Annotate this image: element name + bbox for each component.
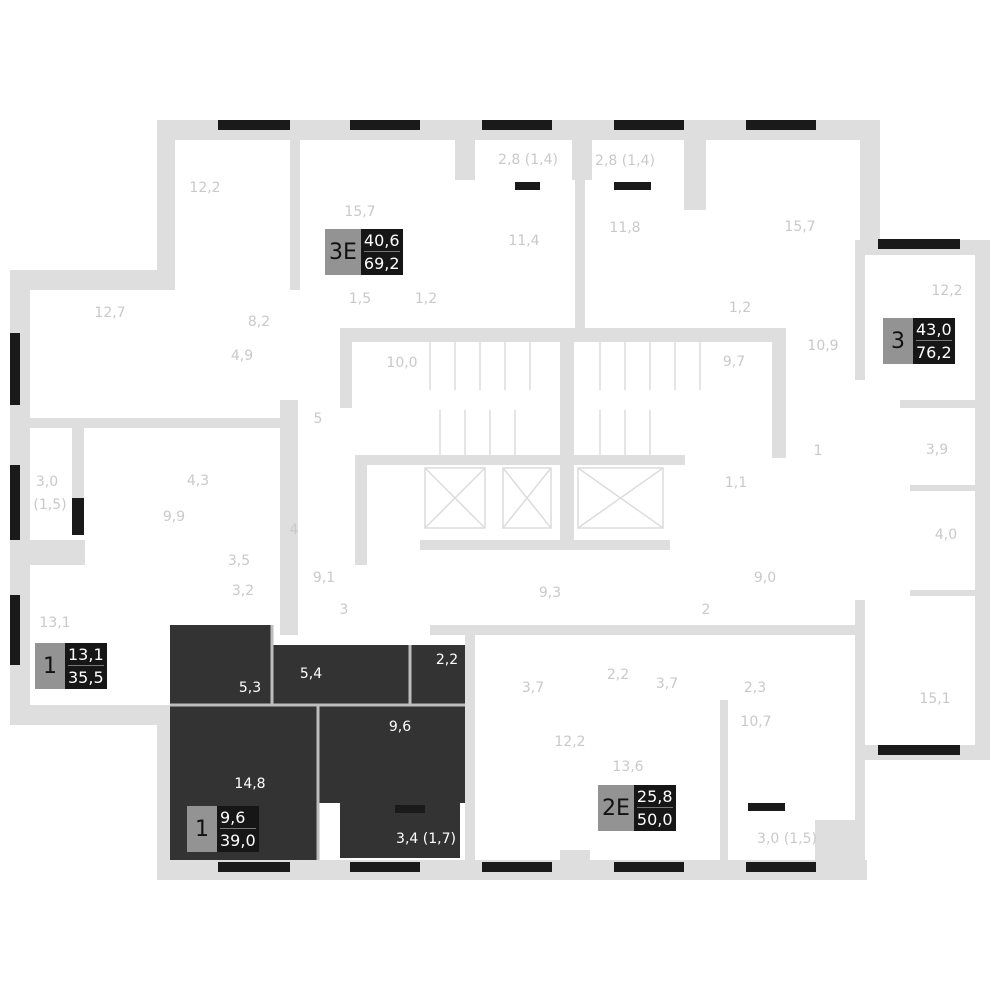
room-area: (1,5) bbox=[33, 497, 67, 513]
room-area: 12,2 bbox=[554, 734, 586, 750]
room-area: 3,9 bbox=[925, 442, 949, 458]
room-area: 1,5 bbox=[348, 291, 372, 307]
room-area: 10,9 bbox=[807, 338, 839, 354]
room-area: 9,7 bbox=[722, 354, 746, 370]
room-area: 13,6 bbox=[612, 759, 644, 775]
apartment-type: 1 bbox=[35, 643, 65, 689]
room-area: 4,0 bbox=[934, 527, 958, 543]
living-area: 9,6 bbox=[220, 807, 256, 829]
room-area: 10,0 bbox=[386, 355, 418, 371]
room-area: 5,4 bbox=[299, 666, 323, 682]
room-area: 11,8 bbox=[609, 220, 641, 236]
total-area: 35,5 bbox=[68, 668, 104, 688]
living-area: 25,8 bbox=[636, 786, 673, 808]
apartment-type: 3E bbox=[325, 229, 361, 275]
room-area: 12,2 bbox=[189, 180, 221, 196]
room-area: 1 bbox=[813, 443, 823, 459]
room-area: 1,2 bbox=[728, 300, 752, 316]
room-area: 9,0 bbox=[753, 570, 777, 586]
walls bbox=[10, 120, 990, 880]
living-area: 13,1 bbox=[68, 644, 104, 666]
room-area: 4,9 bbox=[230, 348, 254, 364]
apartment-type: 1 bbox=[187, 806, 217, 852]
total-area: 39,0 bbox=[220, 831, 256, 851]
windows bbox=[10, 120, 960, 872]
room-area: 10,7 bbox=[740, 714, 772, 730]
room-area: 1,2 bbox=[414, 291, 438, 307]
stairs bbox=[424, 342, 701, 529]
inner-walls bbox=[170, 625, 465, 860]
room-area: 3 bbox=[339, 602, 349, 618]
room-area: 4,3 bbox=[186, 473, 210, 489]
room-area: 12,2 bbox=[931, 283, 963, 299]
room-area: 2,8 (1,4) bbox=[595, 153, 655, 169]
room-area: 2,8 (1,4) bbox=[498, 152, 558, 168]
room-area: 3,0 bbox=[35, 474, 59, 490]
room-area: 9,1 bbox=[312, 570, 336, 586]
room-area: 3,4 (1,7) bbox=[396, 831, 456, 847]
room-area: 3,0 (1,5) bbox=[757, 831, 817, 847]
room-area: 2,2 bbox=[606, 667, 630, 683]
room-area: 9,3 bbox=[538, 585, 562, 601]
room-area: 13,1 bbox=[39, 615, 71, 631]
room-area: 2,3 bbox=[743, 680, 767, 696]
room-area: 2,2 bbox=[435, 652, 459, 668]
room-area: 2 bbox=[701, 602, 711, 618]
room-area: 3,5 bbox=[227, 553, 251, 569]
room-area: 15,7 bbox=[344, 204, 376, 220]
apartment-type: 2E bbox=[598, 785, 634, 831]
total-area: 50,0 bbox=[636, 810, 673, 830]
total-area: 69,2 bbox=[363, 254, 400, 274]
living-area: 43,0 bbox=[916, 319, 952, 341]
room-area: 11,4 bbox=[508, 233, 540, 249]
room-area: 4 bbox=[289, 522, 299, 538]
living-area: 40,6 bbox=[363, 230, 400, 252]
room-area: 5,3 bbox=[238, 680, 262, 696]
room-area: 3,7 bbox=[655, 676, 679, 692]
room-area: 12,7 bbox=[94, 305, 126, 321]
room-area: 3,2 bbox=[231, 583, 255, 599]
room-area: 1,1 bbox=[724, 475, 748, 491]
room-area: 8,2 bbox=[247, 314, 271, 330]
room-area: 9,9 bbox=[162, 509, 186, 525]
room-area: 15,7 bbox=[784, 219, 816, 235]
room-area: 15,1 bbox=[919, 691, 951, 707]
room-area: 9,6 bbox=[388, 719, 412, 735]
room-area: 3,7 bbox=[521, 680, 545, 696]
apartment-type: 3 bbox=[883, 318, 913, 364]
room-area: 5 bbox=[313, 411, 323, 427]
total-area: 76,2 bbox=[916, 343, 952, 363]
room-area: 14,8 bbox=[234, 776, 266, 792]
